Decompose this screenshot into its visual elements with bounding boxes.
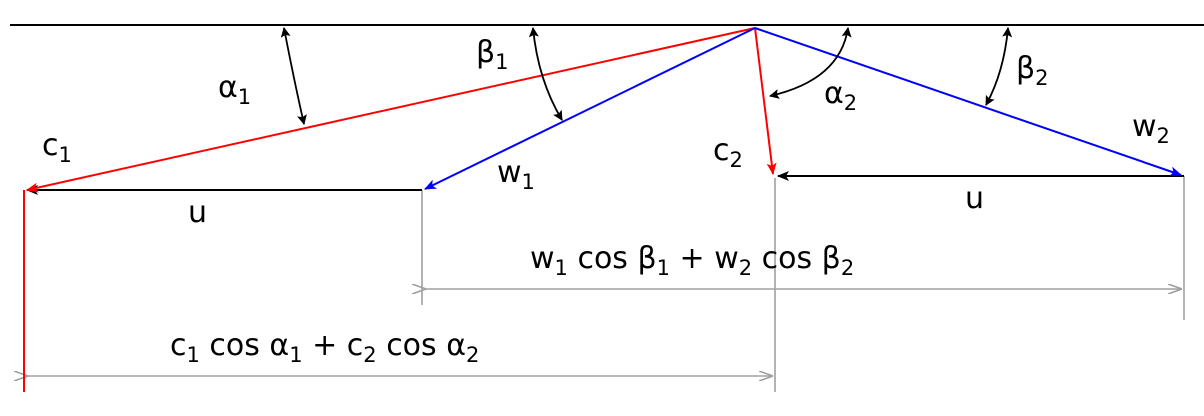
alpha1-label: α1	[218, 70, 251, 109]
w2-label: w2	[1132, 109, 1170, 148]
alpha2-arc	[769, 27, 852, 99]
alpha1-arc	[280, 27, 307, 125]
w1-vector	[424, 27, 756, 190]
beta1-label: β1	[476, 35, 509, 74]
beta2-arc	[985, 27, 1013, 106]
w1-label: w1	[497, 155, 535, 194]
c-sum-label: c1 cos α1 + c2 cos α2	[170, 328, 479, 367]
c2-vector	[754, 27, 777, 175]
beta1-arc	[528, 27, 563, 121]
w-sum-label: w1 cos β1 + w2 cos β2	[530, 241, 854, 280]
u-outlet-label: u	[965, 181, 984, 216]
w2-vector	[754, 27, 1182, 177]
u-inlet-label: u	[188, 195, 207, 230]
alpha2-label: α2	[824, 76, 857, 115]
c1-vector	[26, 27, 756, 193]
c1-label: c1	[42, 128, 72, 167]
beta2-label: β2	[1016, 51, 1049, 90]
c2-label: c2	[713, 133, 743, 172]
